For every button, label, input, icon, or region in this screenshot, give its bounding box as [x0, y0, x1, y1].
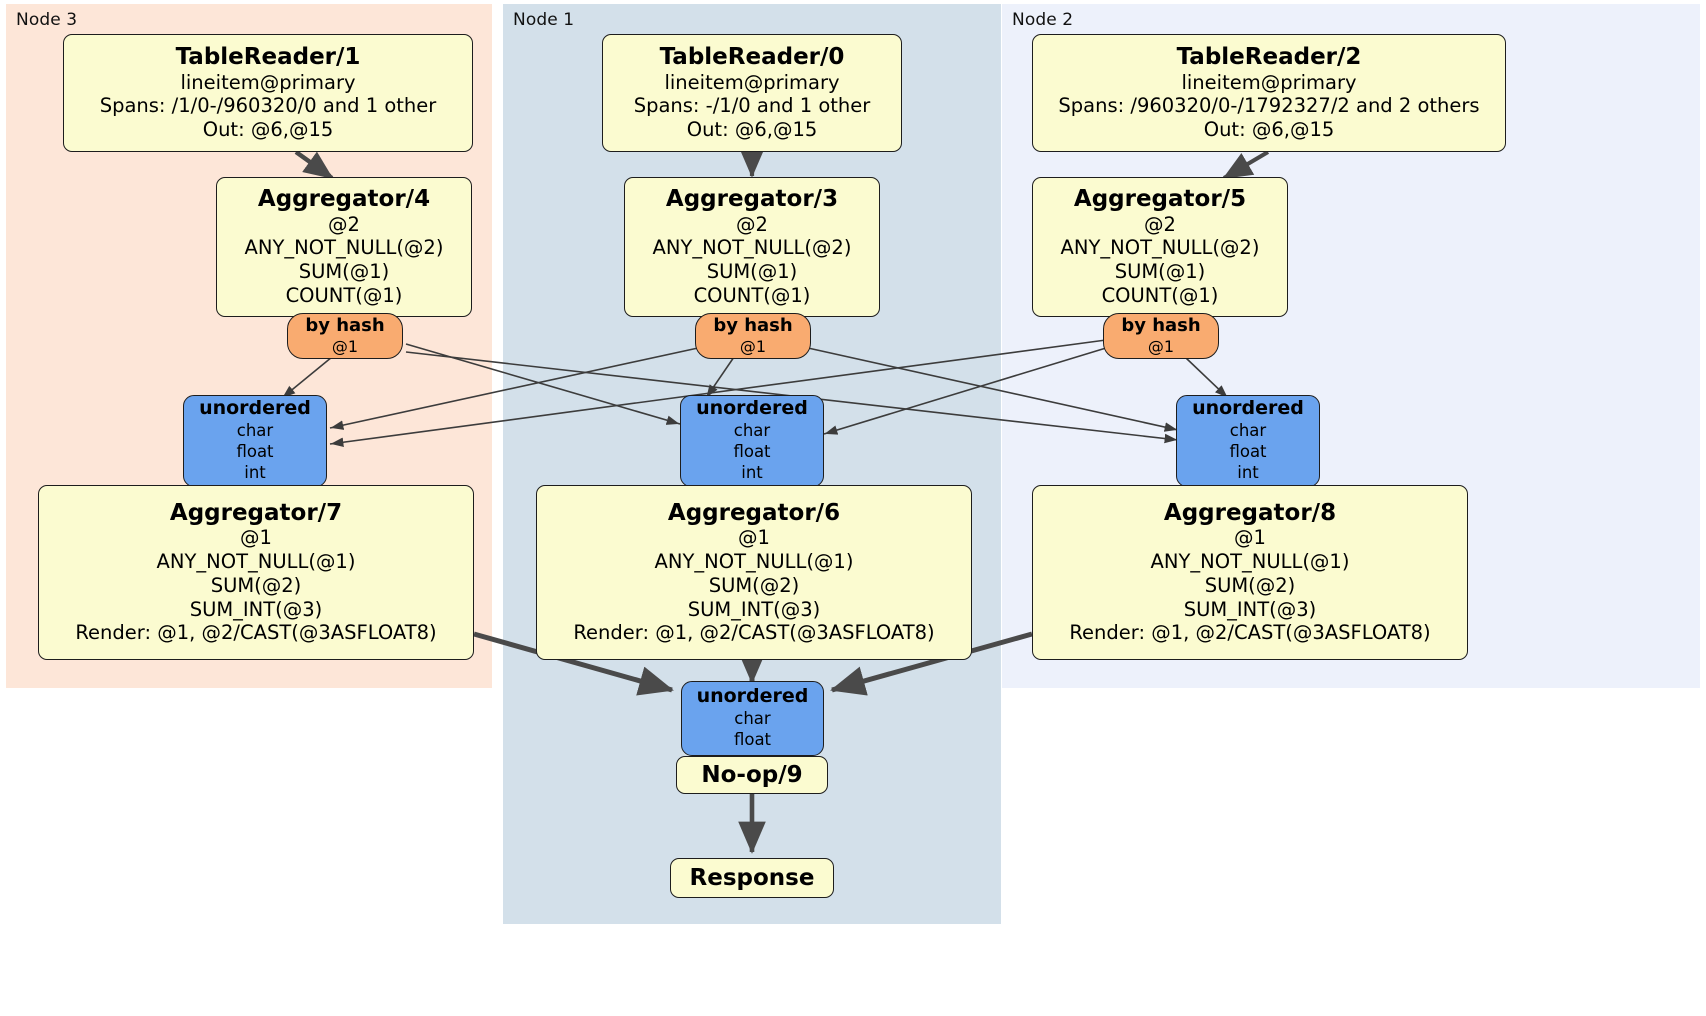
router-detail: @1 [331, 336, 359, 356]
panel-node-1-label: Node 1 [513, 10, 575, 30]
node-aggregator-7[interactable]: Aggregator/7 @1 ANY_NOT_NULL(@1) SUM(@2)… [38, 485, 474, 660]
node-detail: lineitem@primary [180, 70, 356, 94]
node-detail: ANY_NOT_NULL(@2) [244, 236, 444, 260]
node-tablereader-2[interactable]: TableReader/2 lineitem@primary Spans: /9… [1032, 34, 1506, 152]
node-title: Aggregator/8 [1163, 499, 1337, 526]
node-detail: SUM(@1) [706, 260, 798, 284]
panel-node-3-label: Node 3 [16, 10, 78, 30]
node-detail: Spans: /960320/0-/1792327/2 and 2 others [1058, 94, 1480, 118]
node-noop-9[interactable]: No-op/9 [676, 756, 828, 794]
sync-unordered-right[interactable]: unordered char float int [1176, 395, 1320, 487]
sync-detail: float [236, 442, 274, 462]
node-detail: ANY_NOT_NULL(@1) [654, 550, 854, 574]
node-detail: Out: @6,@15 [202, 118, 334, 142]
node-detail: COUNT(@1) [693, 284, 811, 307]
node-title: Aggregator/4 [257, 186, 431, 213]
node-detail: ANY_NOT_NULL(@1) [1150, 550, 1350, 574]
router-detail: @1 [1147, 336, 1175, 356]
sync-detail: int [1237, 463, 1259, 483]
sync-detail: char [1229, 421, 1267, 441]
sync-detail: char [734, 709, 771, 729]
node-title: Aggregator/3 [665, 186, 839, 213]
node-detail: Spans: /1/0-/960320/0 and 1 other [99, 94, 437, 118]
node-detail: ANY_NOT_NULL(@2) [652, 236, 852, 260]
node-aggregator-6[interactable]: Aggregator/6 @1 ANY_NOT_NULL(@1) SUM(@2)… [536, 485, 972, 660]
node-detail: ANY_NOT_NULL(@2) [1060, 236, 1260, 260]
node-detail: SUM_INT(@3) [687, 597, 821, 621]
node-detail: Render: @1, @2/CAST(@3ASFLOAT8) [1069, 621, 1431, 645]
node-detail: ANY_NOT_NULL(@1) [156, 550, 356, 574]
node-title: No-op/9 [701, 761, 803, 788]
node-title: Response [689, 864, 815, 891]
router-detail: @1 [739, 336, 767, 356]
node-title: TableReader/1 [175, 44, 361, 71]
node-tablereader-1[interactable]: TableReader/1 lineitem@primary Spans: /1… [63, 34, 473, 152]
node-detail: COUNT(@1) [1101, 284, 1219, 307]
router-by-hash-center[interactable]: by hash @1 [695, 313, 811, 359]
node-detail: @2 [1144, 212, 1176, 236]
node-detail: SUM(@2) [708, 573, 800, 597]
node-detail: SUM(@1) [298, 260, 390, 284]
node-title: Aggregator/6 [667, 499, 841, 526]
sync-detail: char [236, 421, 274, 441]
node-detail: Out: @6,@15 [1203, 118, 1335, 142]
node-detail: SUM(@1) [1114, 260, 1206, 284]
node-detail: Render: @1, @2/CAST(@3ASFLOAT8) [573, 621, 935, 645]
sync-title: unordered [199, 397, 311, 420]
node-detail: Render: @1, @2/CAST(@3ASFLOAT8) [75, 621, 437, 645]
node-response[interactable]: Response [670, 858, 834, 898]
panel-node-2-label: Node 2 [1012, 10, 1074, 30]
router-by-hash-right[interactable]: by hash @1 [1103, 313, 1219, 359]
router-by-hash-left[interactable]: by hash @1 [287, 313, 403, 359]
node-detail: COUNT(@1) [285, 284, 403, 307]
node-detail: SUM_INT(@3) [1183, 597, 1317, 621]
sync-unordered-final[interactable]: unordered char float [681, 681, 824, 756]
sync-detail: float [733, 442, 771, 462]
node-tablereader-0[interactable]: TableReader/0 lineitem@primary Spans: -/… [602, 34, 902, 152]
sync-detail: char [733, 421, 771, 441]
router-title: by hash [1121, 314, 1201, 336]
node-detail: @1 [738, 526, 770, 550]
node-aggregator-8[interactable]: Aggregator/8 @1 ANY_NOT_NULL(@1) SUM(@2)… [1032, 485, 1468, 660]
node-detail: @2 [328, 212, 360, 236]
node-detail: Out: @6,@15 [686, 118, 818, 142]
node-detail: lineitem@primary [1181, 70, 1357, 94]
router-title: by hash [305, 314, 385, 336]
node-detail: SUM_INT(@3) [189, 597, 323, 621]
node-aggregator-5[interactable]: Aggregator/5 @2 ANY_NOT_NULL(@2) SUM(@1)… [1032, 177, 1288, 317]
sync-detail: float [1229, 442, 1267, 462]
node-detail: SUM(@2) [1204, 573, 1296, 597]
sync-title: unordered [1192, 397, 1304, 420]
sync-detail: int [741, 463, 763, 483]
node-detail: SUM(@2) [210, 573, 302, 597]
node-detail: Spans: -/1/0 and 1 other [633, 94, 871, 118]
sync-title: unordered [696, 397, 808, 420]
node-title: TableReader/0 [659, 44, 845, 71]
node-title: Aggregator/7 [169, 499, 343, 526]
sync-title: unordered [696, 685, 809, 708]
sync-detail: int [244, 463, 266, 483]
node-aggregator-4[interactable]: Aggregator/4 @2 ANY_NOT_NULL(@2) SUM(@1)… [216, 177, 472, 317]
node-detail: @1 [1234, 526, 1266, 550]
sync-detail: float [733, 730, 772, 750]
node-title: TableReader/2 [1176, 44, 1362, 71]
node-detail: lineitem@primary [664, 70, 840, 94]
node-detail: @1 [240, 526, 272, 550]
sync-unordered-center[interactable]: unordered char float int [680, 395, 824, 487]
node-title: Aggregator/5 [1073, 186, 1247, 213]
node-aggregator-3[interactable]: Aggregator/3 @2 ANY_NOT_NULL(@2) SUM(@1)… [624, 177, 880, 317]
router-title: by hash [713, 314, 793, 336]
sync-unordered-left[interactable]: unordered char float int [183, 395, 327, 487]
node-detail: @2 [736, 212, 768, 236]
